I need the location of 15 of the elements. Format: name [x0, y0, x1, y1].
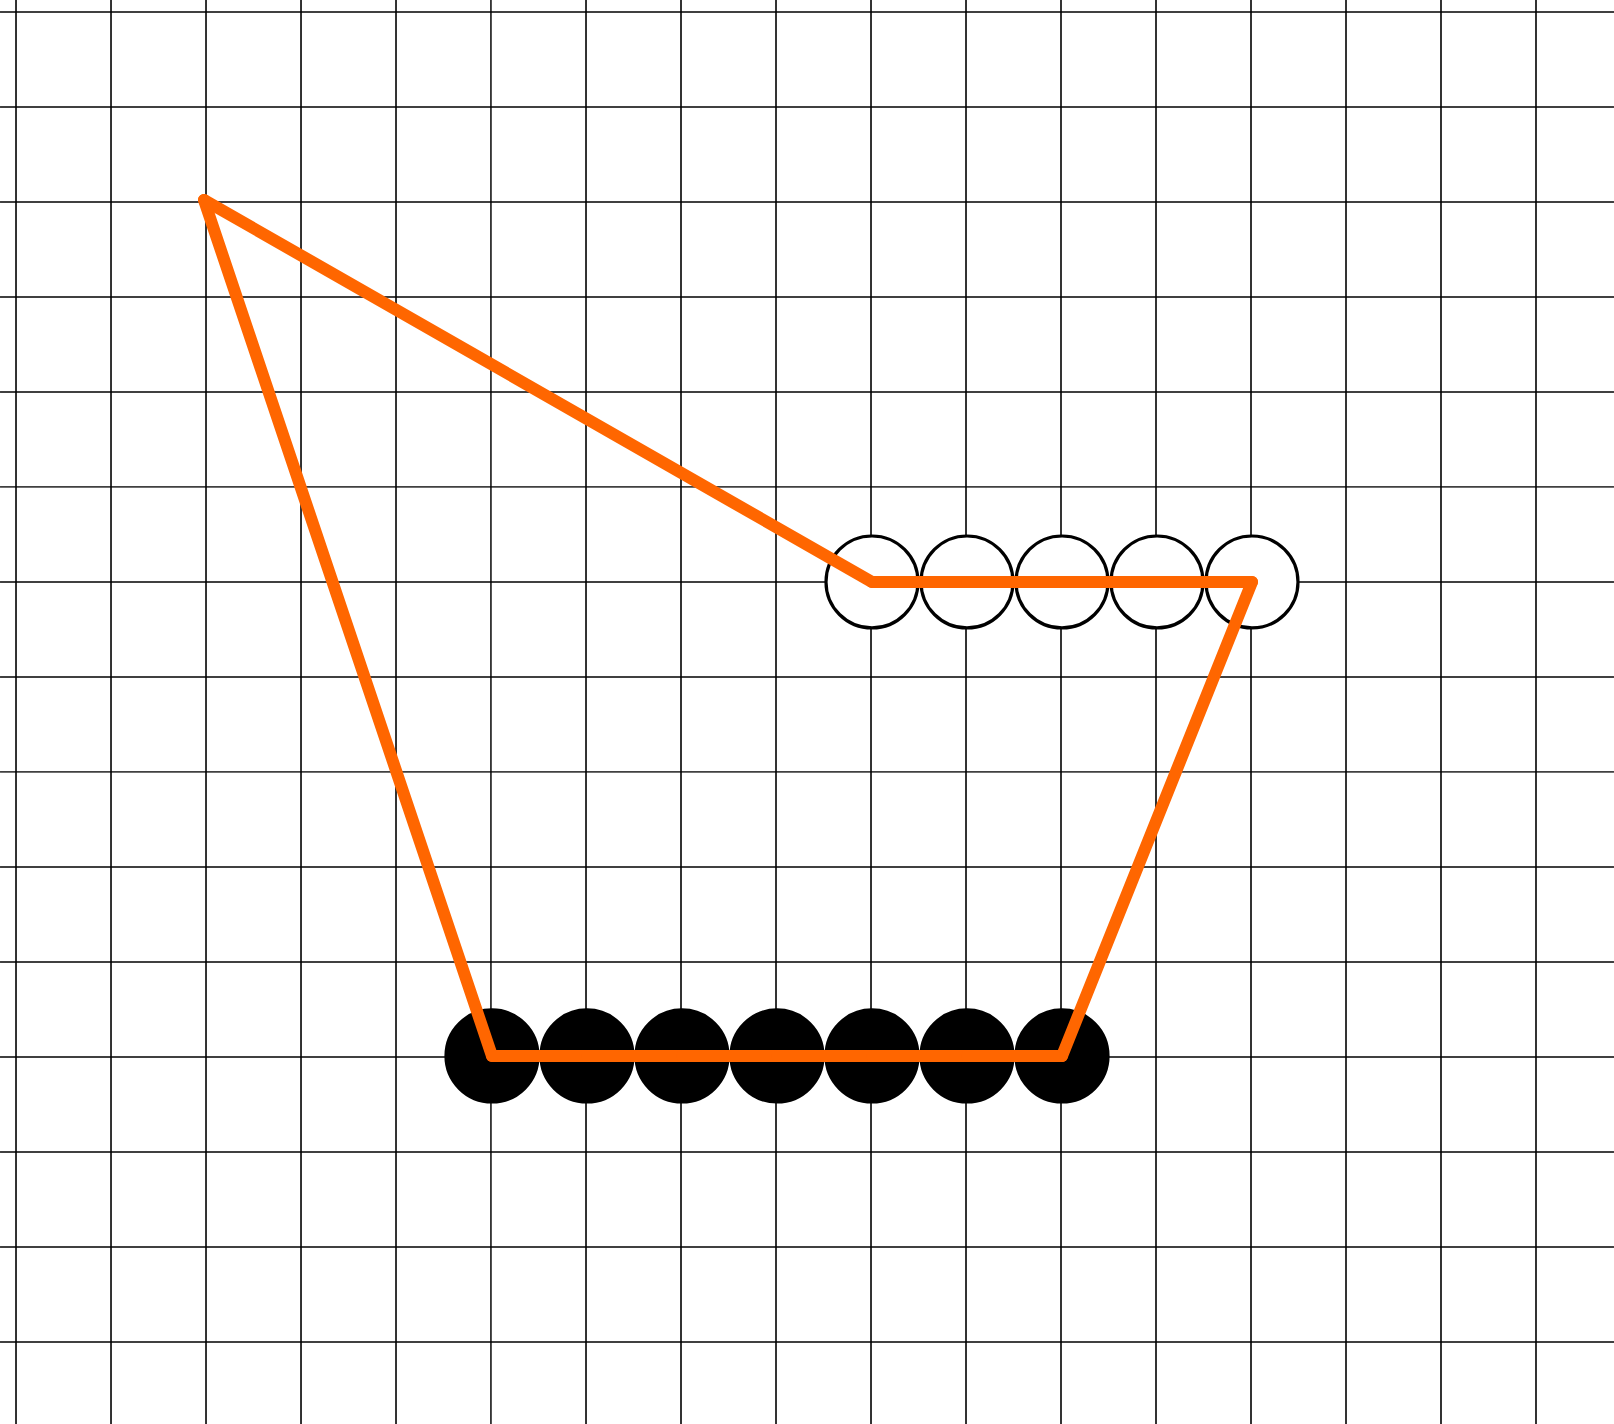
line-segment — [198, 194, 498, 1062]
open-circle — [919, 534, 1015, 630]
filled-circle — [634, 1008, 730, 1104]
open-circle — [1109, 534, 1205, 630]
open-circle — [1014, 534, 1110, 630]
line-segment — [1056, 575, 1258, 1062]
filled-circle — [729, 1008, 825, 1104]
filled-circle — [539, 1008, 635, 1104]
filled-circle — [444, 1008, 540, 1104]
open-circle — [1204, 534, 1300, 630]
line-segment — [961, 1049, 1068, 1062]
open-circle — [824, 534, 920, 630]
filled-circle — [824, 1008, 920, 1104]
filled-circle — [919, 1008, 1015, 1104]
filled-circle — [1014, 1008, 1110, 1104]
